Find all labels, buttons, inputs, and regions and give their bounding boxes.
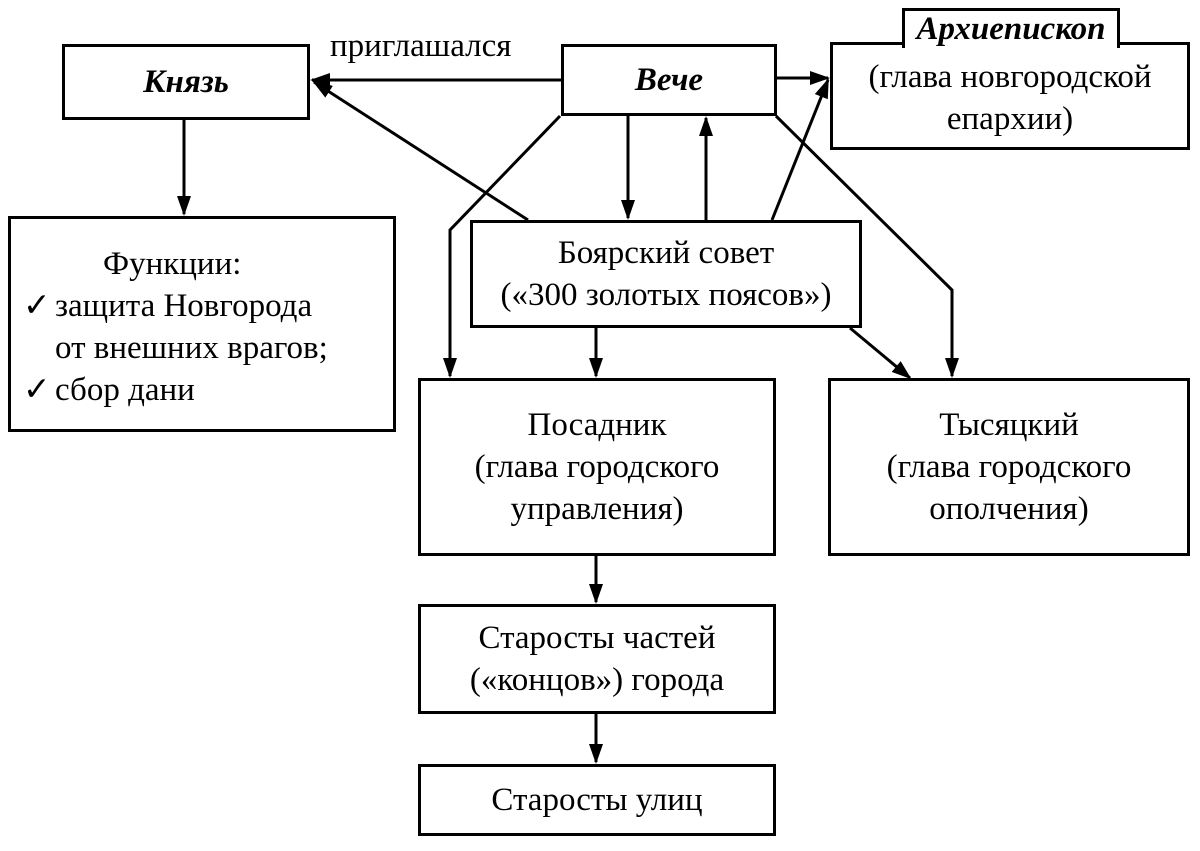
- boyar-council-line2: («300 золотых поясов»): [500, 277, 832, 313]
- archbishop-line1: (глава новгородской: [868, 59, 1152, 95]
- knyaz-box: Князь: [62, 44, 310, 120]
- street-elders-title: Старосты улиц: [491, 782, 703, 818]
- tysyatsky-line2: ополчения): [929, 491, 1089, 527]
- arrow-boyar-to-knyaz: [312, 80, 529, 222]
- konets-elders-line1: Старосты частей: [478, 620, 716, 656]
- check-icon: ✓: [23, 372, 51, 408]
- posadnik-box: Посадник (глава городского управления): [418, 378, 776, 556]
- tysyatsky-box: Тысяцкий (глава городского ополчения): [828, 378, 1190, 556]
- archbishop-line2: епархии): [946, 101, 1074, 137]
- knyaz-title: Князь: [143, 64, 229, 100]
- konets-elders-box: Старосты частей («концов») города: [418, 604, 776, 714]
- functions-item-1: ✓ защита Новгорода: [23, 285, 312, 327]
- veche-box: Вече: [561, 44, 777, 116]
- arrow-boyar-to-archbishop: [770, 78, 830, 221]
- arrow-veche-to-tysyatsky: [774, 114, 959, 378]
- boyar-council-box: Боярский совет («300 золотых поясов»): [470, 220, 862, 328]
- veche-title: Вече: [634, 62, 704, 98]
- tysyatsky-title: Тысяцкий: [939, 407, 1079, 443]
- functions-item-1-line1: защита Новгорода: [55, 288, 313, 324]
- functions-item-2-text: сбор дани: [55, 372, 195, 408]
- konets-elders-line2: («концов») города: [469, 662, 725, 698]
- posadnik-line2: управления): [510, 491, 684, 527]
- arrow-boyar-to-tysyatsky: [849, 326, 912, 380]
- functions-title: Функции:: [103, 246, 242, 282]
- archbishop-title: Архиепископ: [902, 8, 1120, 48]
- invited-label: приглашался: [330, 28, 512, 64]
- street-elders-box: Старосты улиц: [418, 764, 776, 836]
- functions-item-1-line2: от внешних врагов;: [55, 330, 328, 366]
- archbishop-box: (глава новгородской епархии): [830, 42, 1190, 150]
- tysyatsky-line1: (глава городского: [886, 449, 1132, 485]
- functions-item-2: ✓ сбор дани: [23, 369, 195, 411]
- check-icon: ✓: [23, 288, 51, 324]
- boyar-council-line1: Боярский совет: [557, 235, 775, 271]
- functions-box: Функции: ✓ защита Новгорода от внешних в…: [8, 216, 396, 432]
- posadnik-title: Посадник: [527, 407, 667, 443]
- arrow-veche-to-posadnik: [443, 114, 562, 378]
- posadnik-line1: (глава городского: [474, 449, 720, 485]
